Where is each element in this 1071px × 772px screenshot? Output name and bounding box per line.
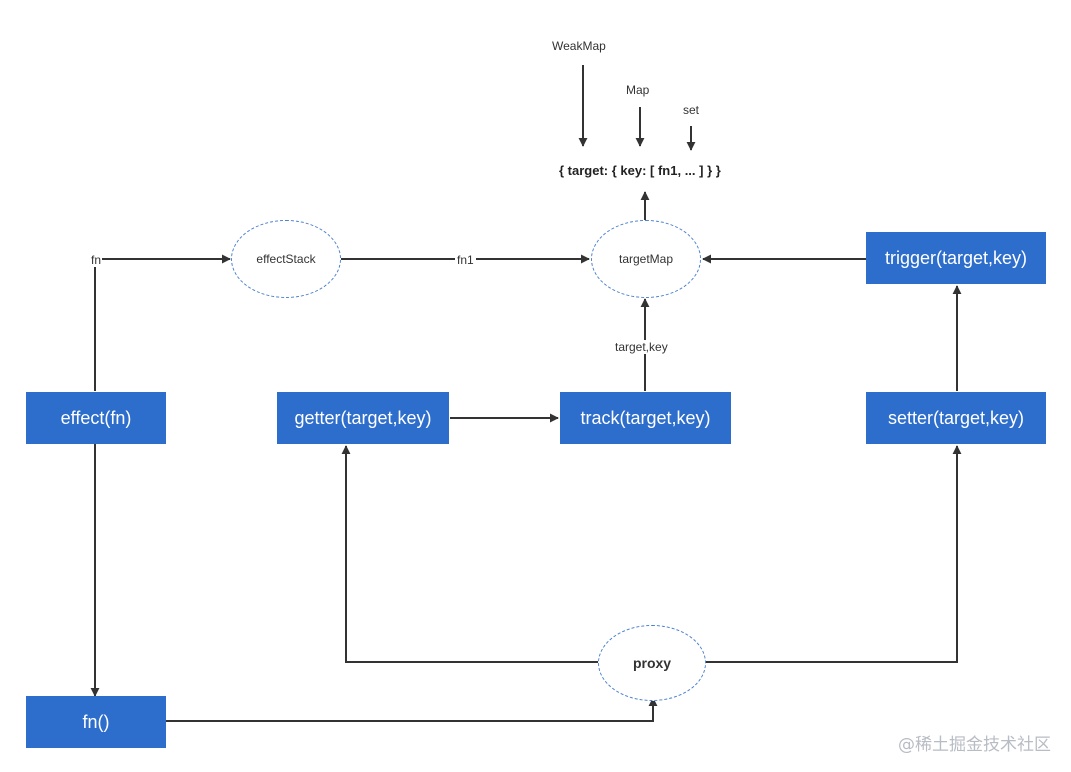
effectstack-node: effectStack (231, 220, 341, 298)
trigger-node: trigger(target,key) (866, 232, 1046, 284)
proxy-to-getter-arrow (341, 445, 598, 663)
proxy-to-setter-arrow (706, 445, 962, 663)
effect-node: effect(fn) (26, 392, 166, 444)
map-label: Map (626, 83, 650, 97)
set-label: set (683, 103, 700, 117)
setter-node: setter(target,key) (866, 392, 1046, 444)
getter-node: getter(target,key) (277, 392, 449, 444)
proxy-node: proxy (598, 625, 706, 701)
fn-edge-label: fn (90, 253, 103, 267)
fn1-edge-label: fn1 (455, 253, 476, 267)
effect-to-effectstack-arrow (94, 254, 231, 391)
targetmap-node: targetMap (591, 220, 701, 298)
track-node: track(target,key) (560, 392, 731, 444)
weakmap-label: WeakMap (552, 39, 606, 53)
watermark: @稀土掘金技术社区 (898, 735, 1051, 755)
fn-to-proxy-arrow (166, 697, 658, 722)
fn-call-node: fn() (26, 696, 166, 748)
targetmap-structure: { target: { key: [ fn1, ... ] } } (559, 163, 721, 178)
target-key-edge-label: target,key (613, 340, 670, 354)
